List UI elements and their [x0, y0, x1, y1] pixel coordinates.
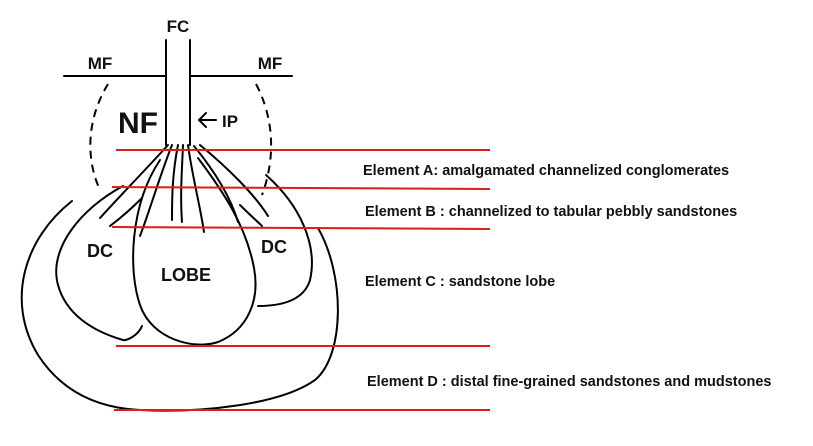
dc-left-tip — [109, 197, 143, 227]
middle-lobe-right-outline — [257, 174, 313, 307]
label-dc-right: DC — [261, 237, 287, 257]
middle-lobe-outline — [55, 185, 143, 342]
channel-3 — [171, 144, 179, 221]
element-b-label: Element B : channelized to tabular pebbl… — [365, 204, 737, 220]
channel-6 — [193, 145, 239, 223]
mf-left-dashed-margin — [89, 83, 109, 191]
channel-7 — [199, 144, 269, 217]
element-c-label: Element C : sandstone lobe — [365, 274, 555, 290]
channel-4 — [180, 144, 184, 223]
element-a-label: Element A: amalgamated channelized congl… — [363, 163, 729, 179]
dc-right-tip — [239, 204, 263, 227]
label-ip: IP — [222, 112, 238, 131]
label-mf-right: MF — [258, 54, 283, 73]
channel-5 — [187, 144, 205, 233]
boundary-line-2 — [111, 186, 491, 190]
label-mf-left: MF — [88, 54, 113, 73]
label-fc: FC — [167, 17, 190, 36]
boundary-line-3 — [111, 226, 491, 230]
channel-1 — [99, 144, 169, 219]
label-nf: NF — [118, 107, 158, 140]
element-d-label: Element D : distal fine-grained sandston… — [367, 374, 771, 390]
label-dc-left: DC — [87, 241, 113, 261]
mf-right-dashed-margin — [255, 83, 273, 196]
ip-arrow-head — [198, 112, 207, 128]
label-lobe: LOBE — [161, 265, 211, 285]
